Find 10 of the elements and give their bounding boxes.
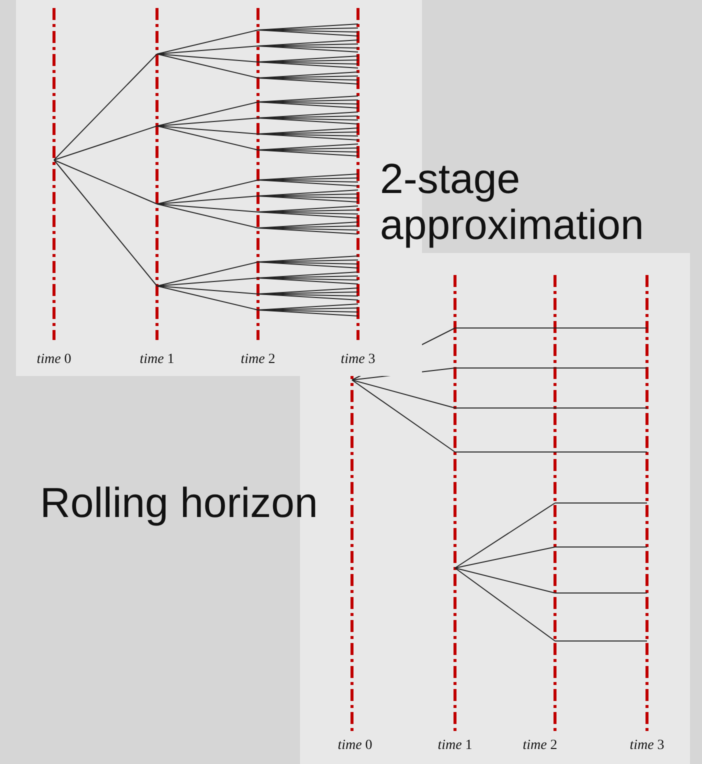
axis-label: time 1 [438,738,472,754]
heading: 2-stage approximation [380,156,645,248]
axis-label: time 3 [340,352,376,368]
axis-label: time 1 [140,352,174,368]
axis-label: time 2 [240,352,276,368]
axis-label: time 0 [338,738,372,754]
axis-label: time 2 [522,738,558,754]
heading: Rolling horizon [40,480,318,526]
axis-label: time 0 [36,352,72,368]
axis-label: time 3 [630,738,664,754]
